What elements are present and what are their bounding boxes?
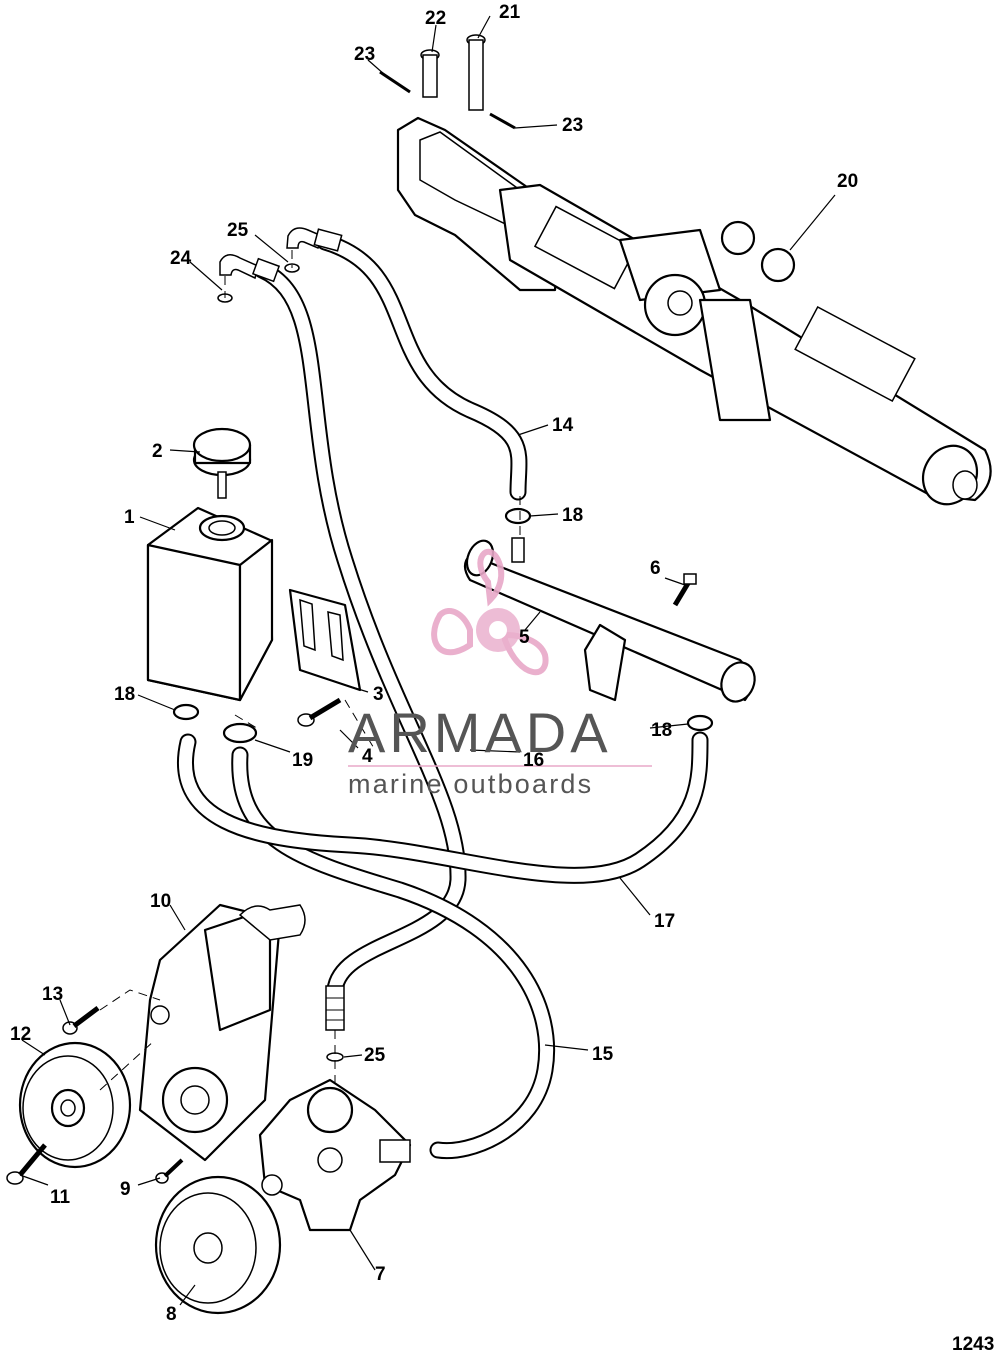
bracket-3 bbox=[288, 588, 362, 692]
hose-15 bbox=[231, 746, 556, 1160]
callout-19: 19 bbox=[292, 750, 313, 771]
hose-14 bbox=[316, 233, 528, 501]
cotter-pin-23-right bbox=[489, 112, 516, 130]
leader-lines bbox=[19, 15, 836, 1306]
hose-17 bbox=[177, 731, 709, 884]
callout-16: 16 bbox=[523, 750, 544, 771]
idler-pulley-12 bbox=[18, 1041, 132, 1169]
callout-15: 15 bbox=[592, 1044, 614, 1065]
callout-13: 13 bbox=[42, 984, 63, 1005]
hose-fitting-25-bottom bbox=[325, 985, 345, 1031]
callout-18-right: 18 bbox=[651, 720, 672, 741]
hose-clamp-18-left bbox=[172, 703, 200, 721]
callout-11: 11 bbox=[50, 1187, 71, 1208]
callout-6: 6 bbox=[650, 558, 661, 579]
hose-fitting-25-top bbox=[286, 227, 343, 252]
bolt-9 bbox=[155, 1158, 184, 1184]
hose-clamp-18-right bbox=[686, 714, 714, 732]
callout-21: 21 bbox=[499, 2, 521, 23]
callout-18-left: 18 bbox=[114, 684, 135, 705]
callout-1: 1 bbox=[124, 507, 135, 528]
callout-8: 8 bbox=[166, 1304, 177, 1325]
pin-21 bbox=[466, 34, 486, 111]
power-steering-pump-7 bbox=[258, 1078, 412, 1232]
callout-2: 2 bbox=[152, 441, 163, 462]
callout-25-top: 25 bbox=[227, 220, 249, 241]
pump-pulley-8 bbox=[154, 1175, 282, 1315]
callout-3: 3 bbox=[373, 684, 384, 705]
callout-17: 17 bbox=[654, 911, 675, 932]
watermark-brand: ARMADA bbox=[348, 701, 612, 764]
oil-cooler-5 bbox=[463, 537, 756, 703]
callout-4: 4 bbox=[362, 746, 373, 767]
callout-24: 24 bbox=[170, 248, 192, 269]
callout-5: 5 bbox=[519, 627, 530, 648]
callout-10: 10 bbox=[150, 891, 171, 912]
pump-bracket-10 bbox=[138, 903, 306, 1162]
callout-25-bottom: 25 bbox=[364, 1045, 386, 1066]
hose-clamp-19 bbox=[222, 722, 258, 744]
watermark-tagline: marine outboards bbox=[348, 769, 593, 799]
propeller-logo-icon bbox=[431, 548, 549, 676]
reservoir-cap-2 bbox=[192, 427, 252, 499]
bolt-6 bbox=[672, 573, 697, 607]
o-ring-25-bottom bbox=[326, 1052, 344, 1062]
armada-watermark: ARMADA marine outboards bbox=[348, 548, 652, 799]
callout-18-top: 18 bbox=[562, 505, 583, 526]
callout-14: 14 bbox=[552, 415, 574, 436]
reservoir-1 bbox=[146, 506, 274, 702]
assembly-lines bbox=[99, 250, 521, 1091]
callout-23-right: 23 bbox=[562, 115, 583, 136]
hose-fitting-24 bbox=[219, 254, 281, 283]
hose-clamp-18-top bbox=[504, 507, 532, 525]
callout-7: 7 bbox=[375, 1264, 386, 1285]
callout-9: 9 bbox=[120, 1179, 131, 1200]
pin-22 bbox=[420, 49, 440, 98]
callout-20: 20 bbox=[837, 171, 858, 192]
steering-cylinder-20 bbox=[396, 116, 992, 506]
bolt-11 bbox=[6, 1143, 47, 1185]
figure-number: 1243 bbox=[952, 1334, 994, 1355]
bolt-13 bbox=[62, 1006, 100, 1035]
callouts: 1 2 3 4 5 6 7 8 9 10 11 12 13 14 15 16 1… bbox=[10, 2, 858, 1325]
cotter-pin-23-left bbox=[379, 70, 411, 94]
callout-23-left: 23 bbox=[354, 44, 375, 65]
callout-22: 22 bbox=[425, 8, 446, 29]
hose-16 bbox=[253, 261, 467, 999]
bolt-4 bbox=[297, 697, 342, 727]
callout-12: 12 bbox=[10, 1024, 31, 1045]
